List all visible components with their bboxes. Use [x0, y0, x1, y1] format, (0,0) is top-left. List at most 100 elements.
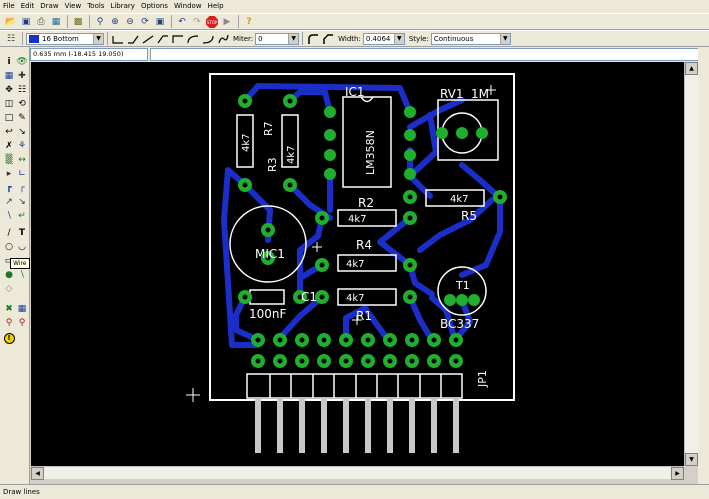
command-line-input[interactable] [150, 48, 707, 61]
stop-icon[interactable]: STOP [205, 15, 219, 29]
round-miter-icon[interactable] [306, 32, 320, 46]
miter-select[interactable]: 0 ▼ [255, 32, 300, 45]
style-label: Style: [408, 34, 429, 43]
redo-icon[interactable]: ↷ [193, 16, 201, 27]
mirror-icon[interactable]: ◫ [4, 99, 14, 109]
errors-icon[interactable]: ⚲ [18, 318, 26, 328]
scroll-right-icon[interactable]: ▶ [671, 467, 684, 480]
chevron-down-icon[interactable]: ▼ [93, 33, 103, 44]
delete-icon[interactable]: ↘ [18, 127, 26, 137]
bend-style-5-icon[interactable] [186, 32, 200, 46]
mark-icon[interactable]: ✚ [18, 71, 26, 81]
board-outline [209, 73, 515, 401]
undo-icon[interactable]: ↶ [178, 16, 186, 27]
bend-style-0-icon[interactable] [111, 32, 125, 46]
menu-view[interactable]: View [64, 2, 82, 10]
drc-icon[interactable]: ⚲ [5, 318, 13, 328]
paste-icon[interactable]: ↩ [5, 127, 13, 137]
optimize-icon[interactable]: ┌ [19, 183, 25, 193]
parameter-toolbar: ☷ 16 Bottom ▼ Miter: 0 ▼ Width: 0.4064 ▼… [0, 30, 709, 47]
horizontal-scrollbar[interactable]: ◀ ▶ [31, 466, 684, 480]
copy-icon[interactable]: ☷ [17, 85, 27, 95]
layer-color-icon [29, 34, 39, 43]
move-icon[interactable]: ✥ [5, 85, 13, 95]
info-icon[interactable]: i [7, 57, 11, 67]
help-icon[interactable]: ? [246, 16, 252, 27]
rotate-icon[interactable]: ⟲ [18, 99, 26, 109]
group-icon[interactable]: □ [4, 113, 14, 123]
menu-options[interactable]: Options [140, 2, 168, 10]
miter-tool-icon[interactable]: ∟ [18, 169, 26, 179]
bend-style-2-icon[interactable] [141, 32, 155, 46]
ratsnest-icon[interactable]: ✖ [5, 304, 13, 314]
via-icon[interactable]: ● [5, 270, 13, 280]
split-icon[interactable]: ┏ [6, 183, 12, 193]
add-icon[interactable]: ⚘ [17, 141, 27, 151]
hole-icon[interactable]: ∖ [19, 270, 25, 280]
value-icon[interactable]: ↔ [18, 155, 26, 165]
style-select[interactable]: Continuous ▼ [430, 32, 511, 45]
circle-icon[interactable]: ○ [5, 242, 13, 252]
print-icon[interactable]: ⎙ [37, 16, 45, 27]
zoom-in-icon[interactable]: ⊕ [111, 16, 119, 27]
scroll-down-icon[interactable]: ▼ [685, 453, 698, 466]
library-icon[interactable]: ▩ [73, 16, 83, 27]
layer-select[interactable]: 16 Bottom ▼ [26, 32, 104, 45]
zoom-out-icon[interactable]: ⊖ [126, 16, 134, 27]
separator [171, 15, 172, 28]
attribute-icon[interactable]: ◇ [5, 284, 13, 294]
board-canvas[interactable]: IC1 LM358N RV1 1M R7 4k7 R3 4k7 R2 4k7 R… [31, 62, 684, 466]
wire-tool-icon[interactable]: ∖ [6, 211, 12, 221]
route-icon[interactable]: ↗ [5, 197, 13, 207]
cut-icon[interactable]: ✗ [5, 141, 13, 151]
label-r1: R1 [356, 309, 372, 323]
grid-icon[interactable]: ☷ [6, 33, 16, 44]
chevron-down-icon[interactable]: ▼ [499, 33, 510, 44]
zoom-select-icon[interactable]: ▣ [155, 16, 165, 27]
width-label: Width: [338, 34, 361, 43]
scroll-left-icon[interactable]: ◀ [31, 467, 44, 480]
go-icon[interactable]: ▶ [223, 16, 231, 27]
straight-miter-icon[interactable] [321, 32, 335, 46]
bend-style-6-icon[interactable] [201, 32, 215, 46]
signal-icon[interactable]: ↵ [18, 211, 26, 221]
change-icon[interactable]: ✎ [18, 113, 26, 123]
bend-style-7-icon[interactable] [216, 32, 230, 46]
vertical-scrollbar[interactable]: ▲ ▼ [684, 62, 698, 466]
rect-icon[interactable]: ▭ [4, 256, 14, 266]
menu-help[interactable]: Help [207, 2, 224, 10]
menu-file[interactable]: File [3, 2, 15, 10]
chevron-down-icon[interactable]: ▼ [393, 33, 404, 44]
menu-draw[interactable]: Draw [40, 2, 59, 10]
label-r5-value: 4k7 [450, 194, 469, 205]
smash-icon[interactable]: ▸ [6, 169, 12, 179]
text-icon[interactable]: T [18, 228, 26, 238]
zoom-redraw-icon[interactable]: ⟳ [141, 16, 149, 27]
width-select[interactable]: 0.4064 ▼ [362, 32, 405, 45]
right-edge [698, 47, 709, 484]
ripup-icon[interactable]: ↘ [18, 197, 26, 207]
label-t1-part: BC337 [440, 317, 479, 331]
arc-icon[interactable]: ◡ [18, 242, 26, 252]
menu-library[interactable]: Library [110, 2, 135, 10]
autorouter-icon[interactable]: ▦ [17, 304, 27, 314]
bend-style-4-icon[interactable] [171, 32, 185, 46]
show-icon[interactable]: 👁 [16, 57, 28, 67]
label-ic1-part: LM358N [364, 130, 377, 175]
display-icon[interactable]: ▦ [4, 71, 14, 81]
bend-style-3-icon[interactable] [156, 32, 170, 46]
save-icon[interactable]: ▣ [21, 16, 31, 27]
chevron-down-icon[interactable]: ▼ [288, 33, 299, 44]
wire-icon[interactable]: ∕ [7, 228, 11, 238]
error-icon[interactable]: ! [3, 332, 15, 344]
open-icon[interactable]: 📂 [5, 16, 17, 27]
tooltip: Wire [10, 258, 30, 269]
name-icon[interactable]: ▒ [5, 155, 13, 165]
menu-edit[interactable]: Edit [20, 2, 35, 10]
menu-window[interactable]: Window [173, 2, 202, 10]
scroll-up-icon[interactable]: ▲ [685, 62, 698, 75]
menu-tools[interactable]: Tools [87, 2, 105, 10]
zoom-fit-icon[interactable]: ⚲ [96, 16, 104, 27]
bend-style-1-icon[interactable] [126, 32, 140, 46]
cam-icon[interactable]: ▦ [51, 16, 61, 27]
